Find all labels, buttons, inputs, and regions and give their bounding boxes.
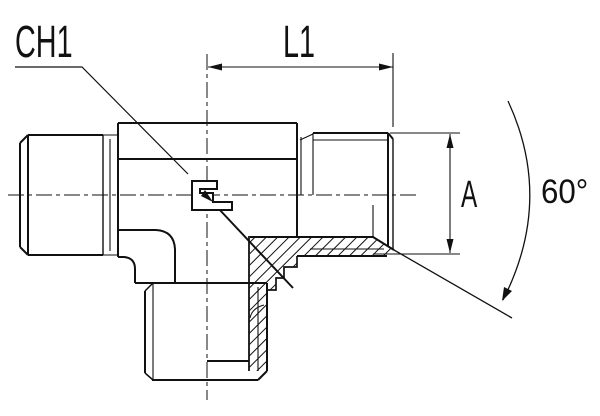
angle-dimension-60 [393, 100, 531, 319]
bottom-port-left-chamfers [144, 282, 154, 381]
body-web-step [118, 256, 136, 283]
label-a: A [461, 172, 478, 215]
l1-arrow-left [208, 63, 222, 71]
cone-angle-leg [393, 249, 513, 319]
right-port-chamfer-wedge [299, 133, 314, 141]
cone-face-edge [372, 236, 395, 251]
bottom-port [144, 282, 268, 381]
label-angle-60: 60° [541, 172, 588, 211]
a-arrow-bottom [446, 239, 454, 253]
hex-flats-symbol [191, 180, 233, 211]
label-ch1: CH1 [15, 18, 73, 68]
left-port-crest-edges [28, 134, 103, 256]
thread-detail-lines [103, 133, 388, 380]
part-outline [19, 122, 395, 381]
hatch-region [249, 237, 393, 371]
ch1-leader-line [15, 66, 189, 175]
ch1-leader-arrowhead [201, 190, 213, 202]
centerlines [8, 54, 420, 400]
labels: CH1 L1 A 60° [15, 18, 588, 216]
left-port-end-chamfers [19, 134, 29, 256]
left-port [19, 134, 104, 256]
leader-ch1 [15, 66, 213, 202]
dimension-l1 [208, 53, 394, 127]
l1-arrow-right [379, 63, 393, 71]
bottom-port-right-chamfer [257, 370, 268, 381]
hex-chamfer-edge [217, 207, 294, 289]
dimension-a [373, 132, 460, 255]
hex-symbol-glyph [191, 180, 233, 211]
label-l1: L1 [283, 18, 315, 68]
angle-arc [502, 100, 531, 301]
break-scallop [249, 304, 265, 319]
angle-arc-arrowhead [502, 287, 512, 301]
hex-flat-bottom-fillet [118, 229, 176, 283]
left-port-relief-edges [103, 134, 118, 256]
break-staircase [267, 256, 298, 291]
section-outline [207, 236, 387, 371]
section-hatch [249, 237, 393, 371]
a-arrow-top [446, 134, 454, 148]
right-port [313, 132, 395, 251]
hex-body [117, 122, 298, 289]
